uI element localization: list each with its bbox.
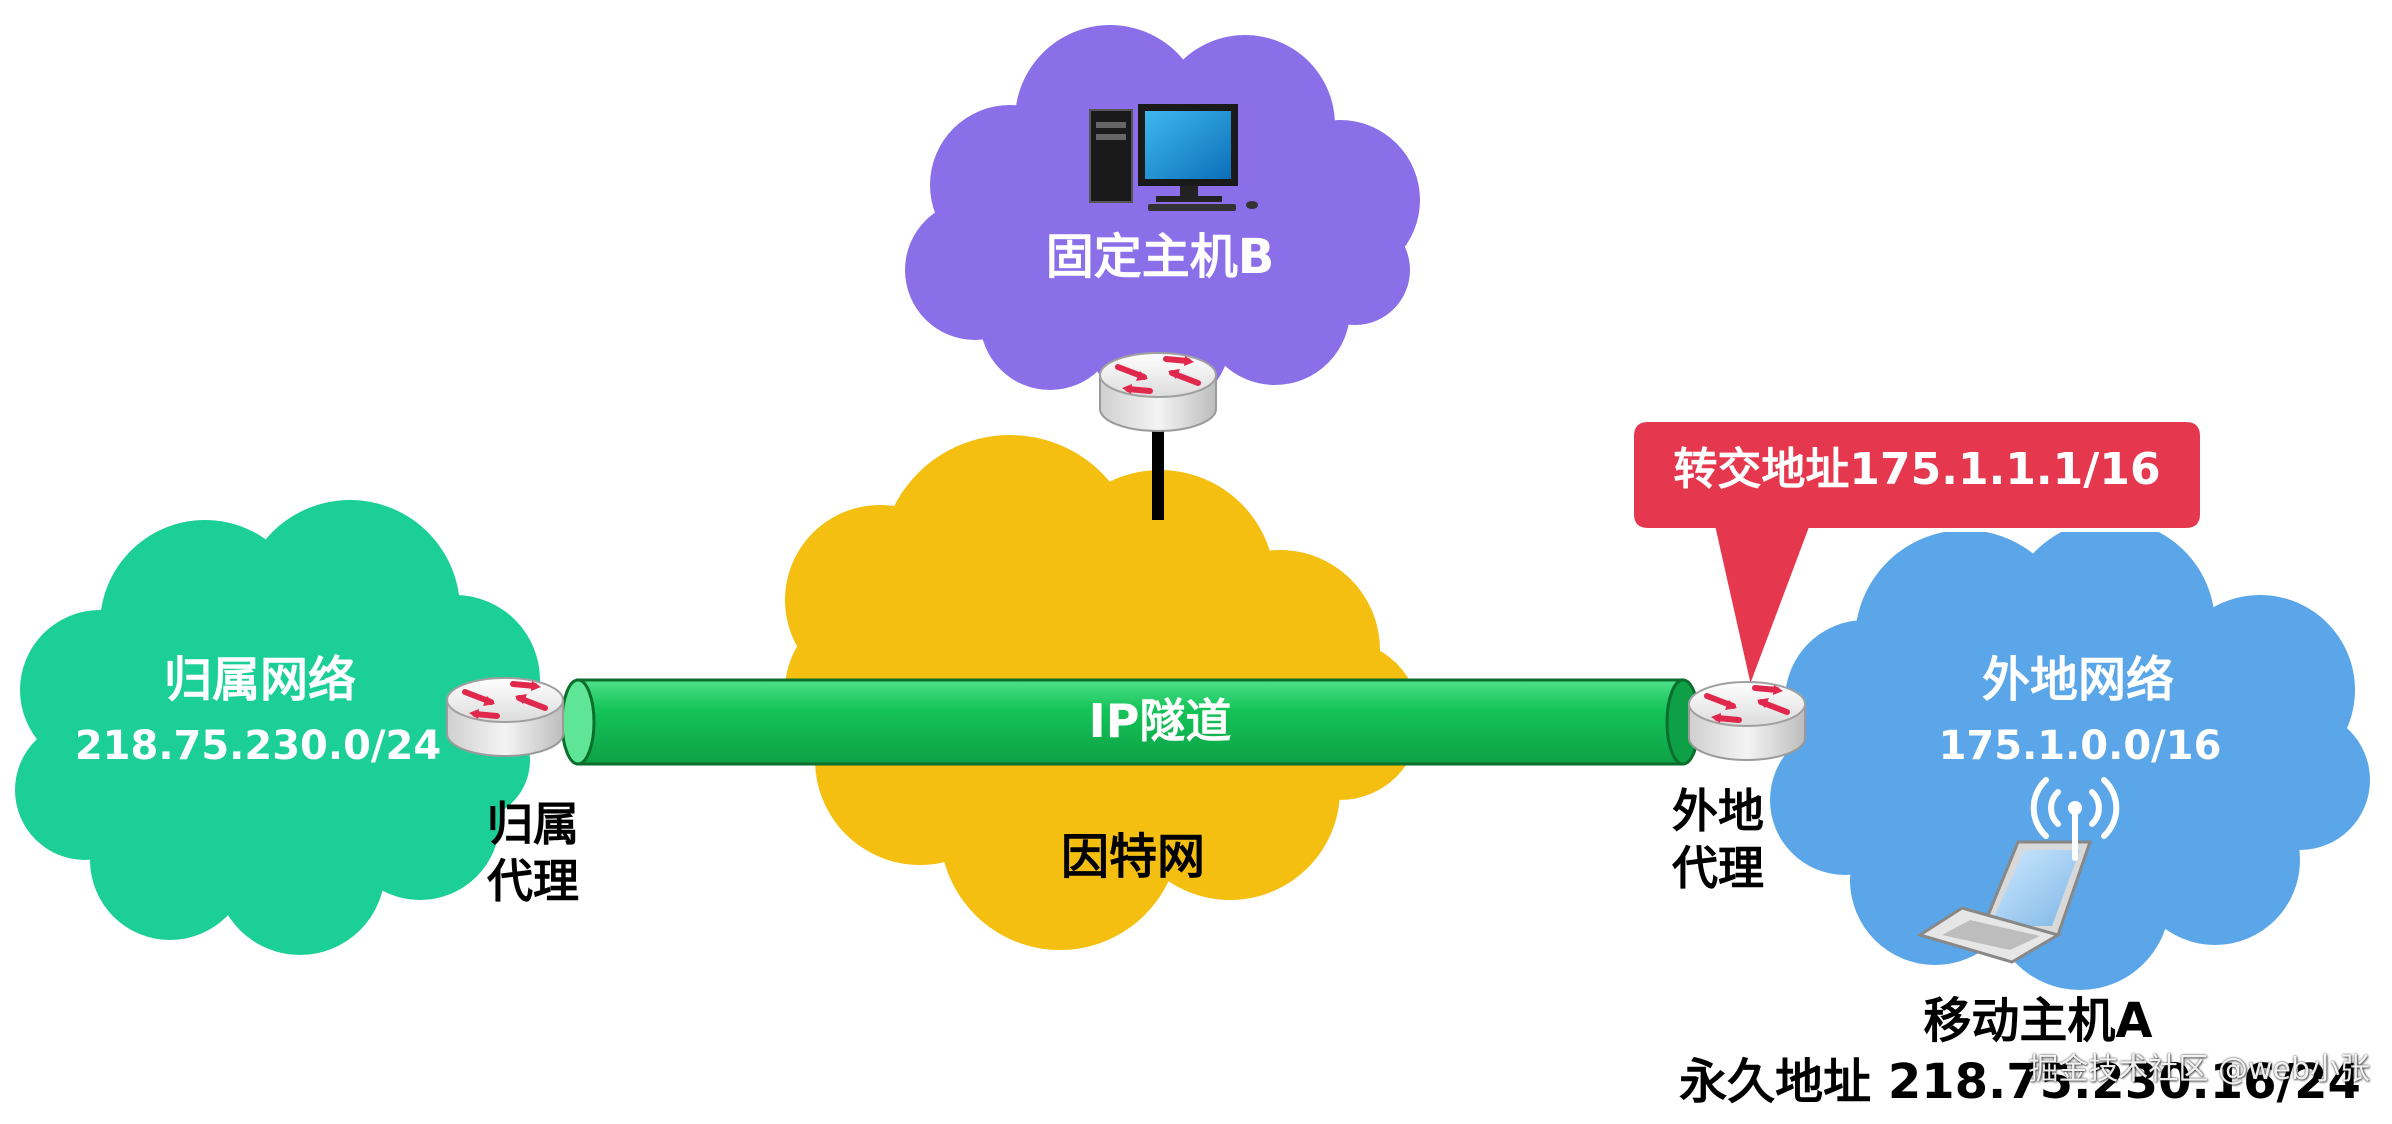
desktop-computer-icon <box>1089 104 1258 211</box>
router-icon <box>1100 353 1216 431</box>
foreign-agent-label-line2: 代理 <box>1672 841 1764 895</box>
care-of-address-label: 转交地址175.1.1.1/16 <box>1673 444 2161 495</box>
care-of-callout-shape <box>1630 418 2204 697</box>
home-network-subnet: 218.75.230.0/24 <box>74 723 442 769</box>
internet-label: 因特网 <box>1060 829 1206 885</box>
home-agent-label-line2: 代理 <box>487 854 579 908</box>
foreign-agent-label-line1: 外地 <box>1672 784 1764 838</box>
laptop-icon <box>1916 840 2093 964</box>
router-icon <box>447 678 563 756</box>
mobile-host-name: 移动主机A <box>1923 993 2153 1049</box>
wireless-antenna-icon <box>2030 777 2120 861</box>
foreign-network-title: 外地网络 <box>1981 652 2175 708</box>
mobile-host-permanent-address: 永久地址 218.75.230.16/24 <box>1679 1054 2361 1110</box>
tunnel-label: IP隧道 <box>1088 694 1232 748</box>
foreign-network-subnet: 175.1.0.0/16 <box>1938 723 2222 769</box>
home-agent-label-line1: 归属 <box>487 797 579 851</box>
foreign-network-cloud <box>1770 520 2370 990</box>
watermark: 掘金技术社区 @web小张 <box>2028 1052 2370 1087</box>
fixed-host-label: 固定主机B <box>1045 229 1275 285</box>
ip-tunnel <box>560 678 1701 766</box>
router-icon <box>1689 682 1805 760</box>
home-network-cloud <box>15 500 540 955</box>
home-network-title: 归属网络 <box>163 652 357 708</box>
